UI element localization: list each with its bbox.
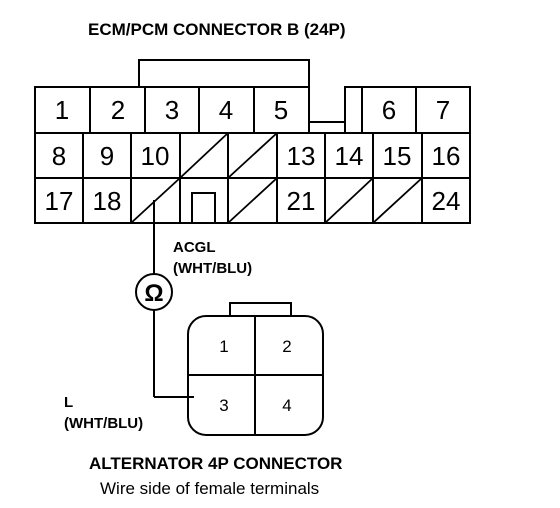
l-wire-color: (WHT/BLU)	[64, 415, 143, 432]
ecm-pin-13: 13	[287, 141, 316, 171]
ecm-pin-row-2: 8 9 10 13 14 15 16	[52, 141, 461, 171]
l-label: L	[64, 394, 73, 411]
ecm-pin-5: 5	[274, 95, 288, 125]
ecm-pin-21: 21	[287, 186, 316, 216]
alt-pin-2: 2	[282, 337, 291, 356]
ecm-pin-16: 16	[432, 141, 461, 171]
ecm-pin-8: 8	[52, 141, 66, 171]
ecm-connector-title: ECM/PCM CONNECTOR B (24P)	[88, 20, 346, 39]
alternator-connector-body	[187, 302, 324, 436]
ecm-pin-18: 18	[93, 186, 122, 216]
ecm-pin-row-3: 17 18 21 24	[45, 186, 461, 216]
ecm-pin-24: 24	[432, 186, 461, 216]
ecm-pin-3: 3	[165, 95, 179, 125]
ecm-pin-7: 7	[436, 95, 450, 125]
acgl-wire-color: (WHT/BLU)	[173, 260, 252, 277]
alt-pin-1: 1	[219, 337, 228, 356]
ecm-pin-15: 15	[383, 141, 412, 171]
ohmmeter-symbol	[135, 273, 173, 311]
ohm-icon: Ω	[144, 280, 163, 307]
alt-pin-4: 4	[282, 396, 291, 415]
ecm-pin-9: 9	[100, 141, 114, 171]
alt-pin-3: 3	[219, 396, 228, 415]
ecm-lock-tab	[138, 59, 310, 87]
ecm-pin-17: 17	[45, 186, 74, 216]
ecm-pin-1: 1	[55, 95, 69, 125]
ecm-pin-10: 10	[141, 141, 170, 171]
unused-terminal-marks	[130, 132, 423, 224]
ecm-pin-14: 14	[335, 141, 364, 171]
alternator-connector-subtitle: Wire side of female terminals	[100, 479, 319, 498]
ecm-pin-6: 6	[382, 95, 396, 125]
ecm-pin-2: 2	[111, 95, 125, 125]
acgl-label: ACGL	[173, 239, 216, 256]
alternator-pins: 1 2 3 4	[219, 337, 291, 415]
ecm-pin-4: 4	[219, 95, 233, 125]
alternator-connector-title: ALTERNATOR 4P CONNECTOR	[89, 454, 342, 473]
ecm-pin-row-1: 1 2 3 4 5 6 7	[55, 95, 450, 125]
